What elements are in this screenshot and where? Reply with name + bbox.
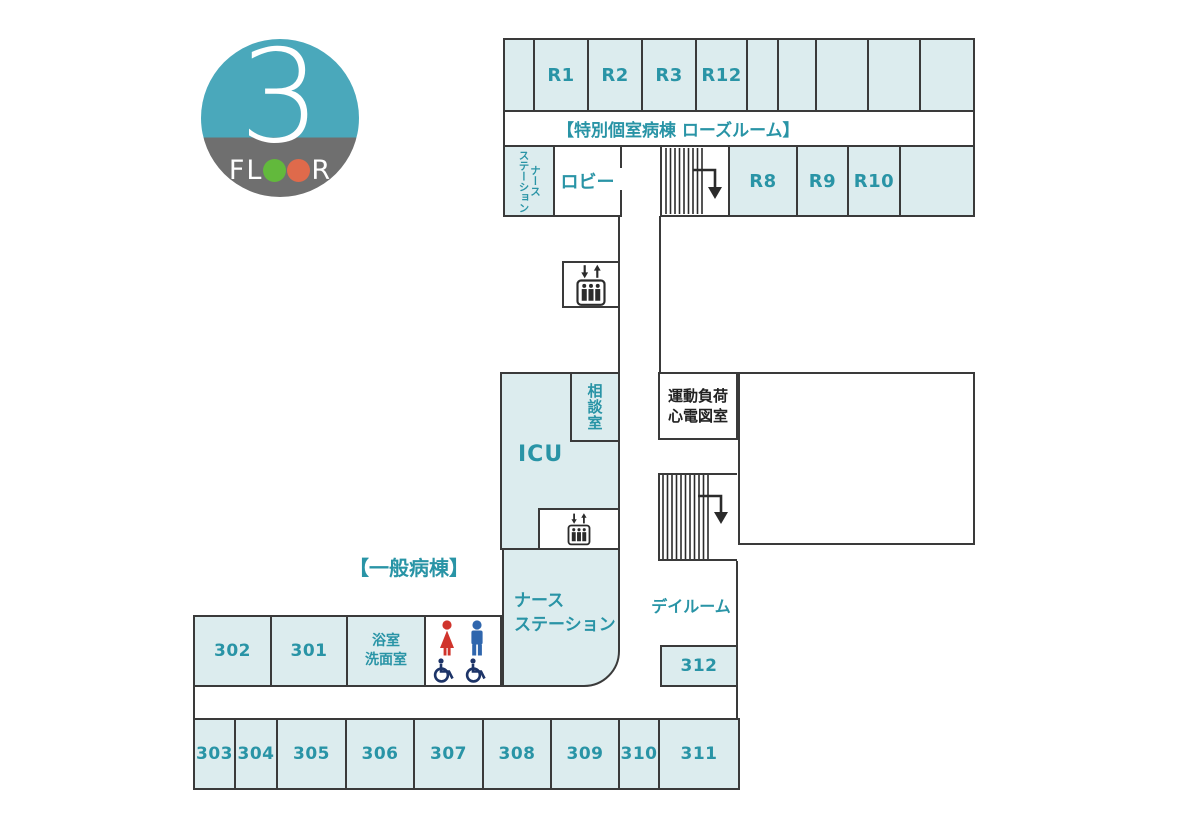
room-306: 306	[347, 720, 415, 788]
stairs-lower	[658, 473, 737, 561]
room-row-a: 302 301 浴室 洗面室	[193, 615, 502, 687]
room-unlabeled	[748, 40, 779, 110]
room-unlabeled	[901, 147, 973, 215]
elevator-lower	[538, 508, 620, 550]
stairs-upper	[662, 147, 730, 215]
male-icon	[471, 620, 483, 656]
room-unlabeled	[779, 40, 818, 110]
special-ward-label: 【特別個室病棟 ローズルーム】	[557, 121, 800, 141]
empty-area	[738, 372, 975, 545]
left-corridor-wall	[193, 685, 195, 720]
restroom-icons	[433, 620, 486, 683]
bath-washroom: 浴室 洗面室	[348, 617, 426, 685]
restrooms	[426, 617, 500, 685]
stairs-down-icon	[662, 475, 728, 559]
room-unlabeled	[817, 40, 869, 110]
special-room-row: R1 R2 R3 R12	[503, 38, 975, 112]
room-R10: R10	[849, 147, 901, 215]
wheelchair-icon	[465, 658, 486, 683]
room-unlabeled	[921, 40, 973, 110]
room-R12: R12	[697, 40, 748, 110]
wheelchair-icon	[433, 658, 454, 683]
consult-room: 相談室	[570, 372, 620, 442]
room-303: 303	[195, 720, 236, 788]
room-unlabeled	[869, 40, 922, 110]
nurse-station-main: ナース ステーション	[502, 548, 620, 687]
lobby-door-gap	[619, 168, 624, 190]
room-unlabeled	[505, 40, 535, 110]
elevator-icon	[567, 513, 591, 546]
room-312: 312	[660, 645, 738, 687]
row2-left-block: ナース ステーション ロビー	[503, 145, 622, 217]
corridor-wall-right	[659, 216, 661, 374]
stairs-down-icon	[665, 148, 722, 214]
room-R8: R8	[730, 147, 798, 215]
room-310: 310	[620, 720, 660, 788]
room-row-b: 303 304 305 306 307 308 309 310 311	[193, 718, 740, 790]
room-R2: R2	[589, 40, 643, 110]
orange-dot-icon	[287, 159, 311, 182]
female-icon	[440, 620, 454, 656]
room-305: 305	[278, 720, 347, 788]
green-dot-icon	[263, 159, 287, 182]
icu-label: ICU	[518, 442, 564, 467]
day-room-label: デイルーム	[651, 597, 731, 616]
ecg-room: 運動負荷 心電図室	[658, 372, 738, 440]
room-R1: R1	[535, 40, 590, 110]
room-304: 304	[236, 720, 278, 788]
floor-number: 3	[239, 39, 321, 172]
lobby: ロビー	[555, 147, 620, 215]
general-ward-label: 【一般病棟】	[349, 555, 469, 580]
nurse-station-upper: ナース ステーション	[505, 147, 555, 215]
room-R3: R3	[643, 40, 698, 110]
special-ward-corridor: 【特別個室病棟 ローズルーム】	[503, 110, 975, 147]
elevator-upper	[562, 261, 620, 308]
room-307: 307	[415, 720, 484, 788]
room-301: 301	[272, 617, 348, 685]
room-308: 308	[484, 720, 552, 788]
room-311: 311	[680, 744, 718, 764]
elevator-icon	[576, 264, 606, 306]
day-room-wall	[736, 561, 738, 718]
room-R9: R9	[798, 147, 849, 215]
room-309: 309	[552, 720, 620, 788]
row2-right-block: R8 R9 R10	[660, 145, 975, 217]
room-302: 302	[195, 617, 272, 685]
